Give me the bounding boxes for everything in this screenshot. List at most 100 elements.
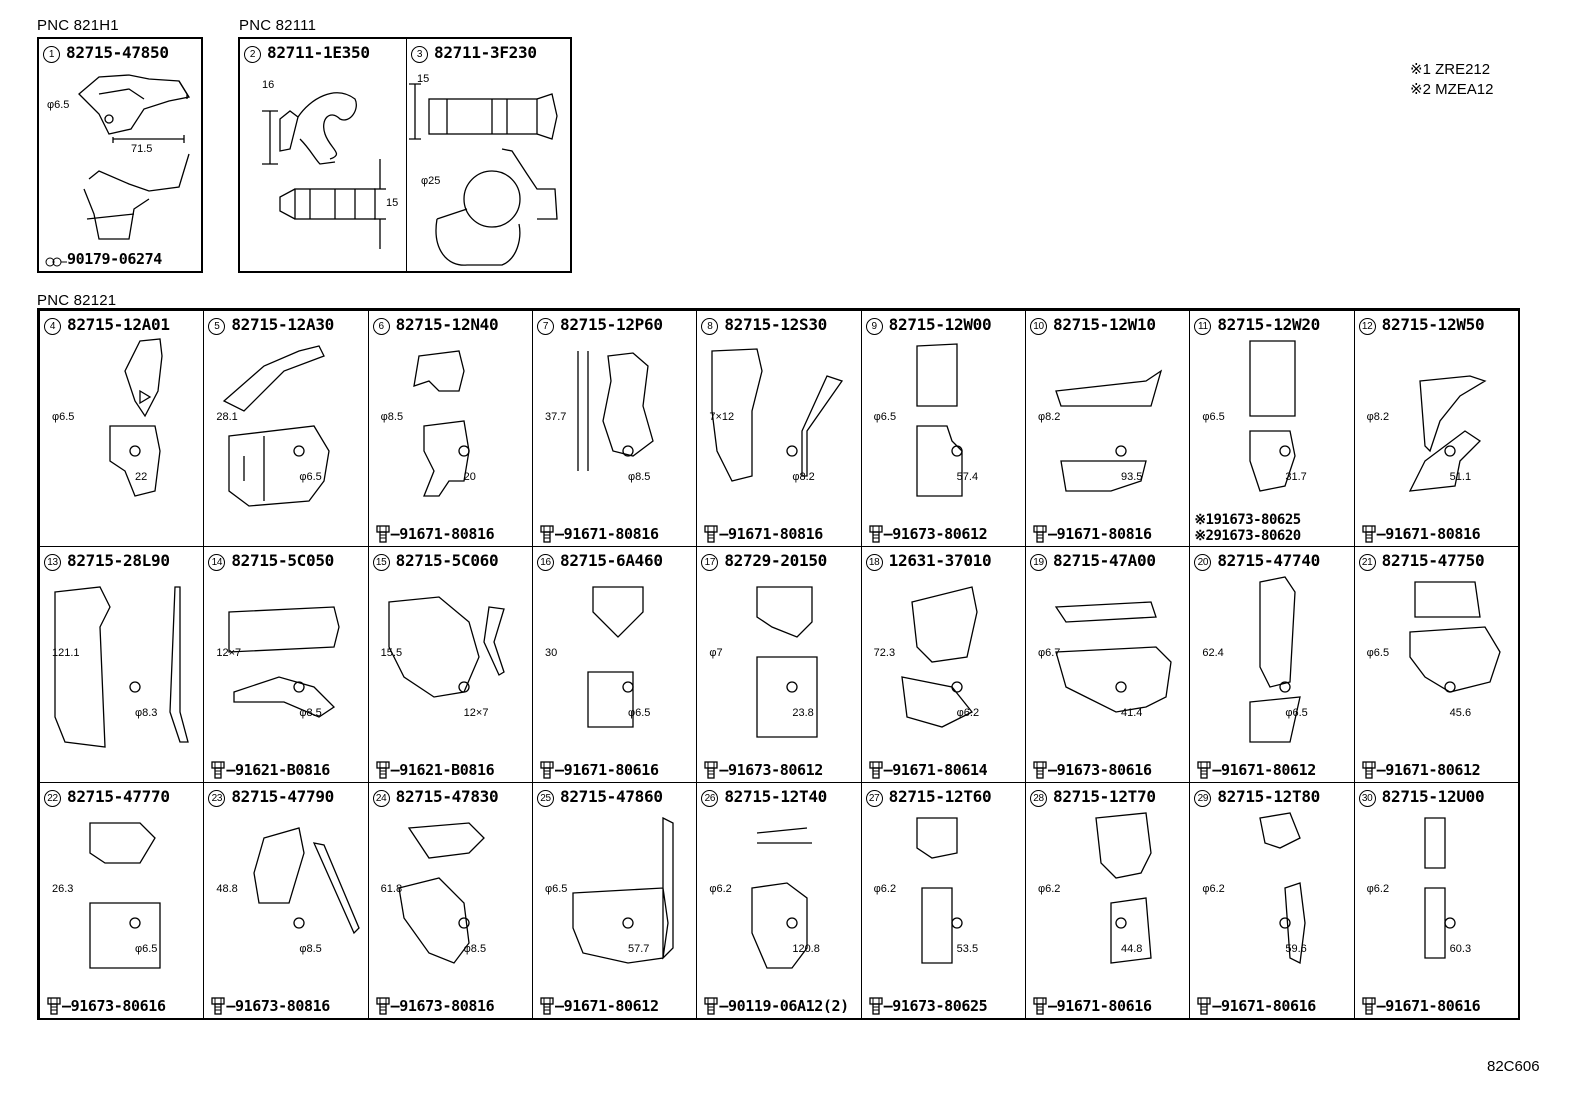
item-number-27: 27 xyxy=(865,790,883,807)
bracket-outline-30 xyxy=(1424,817,1446,959)
bolt-7: —91671-80816 xyxy=(539,525,659,543)
dimension-label-25-1: φ6.5 xyxy=(545,883,568,895)
bolt-number-18: —91671-80614 xyxy=(883,761,988,779)
bolt-12: —91671-80816 xyxy=(1361,525,1481,543)
dimension-label-27-2: 53.5 xyxy=(956,943,979,955)
dimension-label-14-1: 12×7 xyxy=(216,647,242,659)
bracket-drawing-20 xyxy=(1249,576,1302,743)
bracket-drawing-15 xyxy=(388,596,505,698)
bolt-number-23: —91673-80816 xyxy=(226,997,330,1015)
part-number-22: 82715-47770 xyxy=(67,787,170,806)
item-number-4: 4 xyxy=(44,318,61,335)
part-number-7: 82715-12P60 xyxy=(560,315,663,334)
bracket-outline-10 xyxy=(1055,369,1163,492)
bracket-drawing-13 xyxy=(54,586,189,748)
bolt-icon xyxy=(1362,761,1376,779)
bolt-number-7: —91671-80816 xyxy=(555,525,659,543)
dimension-label-7-2: φ8.5 xyxy=(628,471,651,483)
dimension-label-25-2: 57.7 xyxy=(628,943,650,955)
bolt-number-30: —91671-80616 xyxy=(1376,997,1481,1015)
legend-item-1: ※1 ZRE212 xyxy=(1410,61,1491,78)
item-number-21: 21 xyxy=(1358,554,1376,571)
bracket-outline-14 xyxy=(228,606,340,718)
dimension-label-15-1: 15.5 xyxy=(380,647,403,659)
dimension-label-17-2: 23.8 xyxy=(792,707,814,719)
mount-hole-10 xyxy=(1115,445,1127,457)
dimension-label-24-1: 61.8 xyxy=(380,883,403,895)
dimension-label-21-2: 45.6 xyxy=(1449,707,1472,719)
dim-1-b: 71.5 xyxy=(131,143,153,155)
bracket-outline-12 xyxy=(1408,375,1487,492)
mount-hole-12 xyxy=(1444,445,1456,457)
bracket-drawing-6 xyxy=(412,350,470,497)
dim-2-a: 16 xyxy=(262,79,275,91)
bolt-icon xyxy=(1362,525,1376,543)
bolt-14: —91621-B0816 xyxy=(210,761,330,779)
dimension-label-22-2: φ6.5 xyxy=(135,943,158,955)
dimension-label-13-1: 121.1 xyxy=(52,647,80,659)
bracket-drawing-30 xyxy=(1424,817,1456,959)
bolt-25: —91671-80612 xyxy=(539,997,659,1015)
item-number-12: 12 xyxy=(1358,318,1376,335)
item-number-5: 5 xyxy=(208,318,226,335)
mount-hole-13 xyxy=(129,681,141,693)
bolt-19: —91673-80616 xyxy=(1032,761,1152,779)
pnc-label-82121: PNC 82121 xyxy=(37,292,117,309)
item-number-16: 16 xyxy=(537,554,554,571)
bracket-outline-13 xyxy=(54,586,189,748)
bracket-drawing-14 xyxy=(228,606,340,718)
mount-hole-21 xyxy=(1444,681,1456,693)
item-number-1: 1 xyxy=(43,46,60,63)
bolt-8: —91671-80816 xyxy=(703,525,823,543)
mount-hole-8 xyxy=(786,445,798,457)
item-number-6: 6 xyxy=(372,318,390,335)
part-number-14: 82715-5C050 xyxy=(231,551,334,570)
bracket-outline-28 xyxy=(1095,812,1152,964)
bracket-outline-17 xyxy=(756,586,818,738)
bracket-drawing-25 xyxy=(572,816,674,964)
dimension-label-22-1: 26.3 xyxy=(52,883,74,895)
dimension-label-8-2: φ8.2 xyxy=(792,471,815,483)
mount-hole-26 xyxy=(786,917,798,929)
bracket-drawing-1 xyxy=(78,74,191,240)
bolt-icon xyxy=(1362,997,1376,1015)
part-number-9: 82715-12W00 xyxy=(888,315,992,334)
bolt-number-14: —91621-B0816 xyxy=(226,761,330,779)
bolt-icon xyxy=(1033,997,1047,1015)
bolt-icon xyxy=(1033,761,1047,779)
